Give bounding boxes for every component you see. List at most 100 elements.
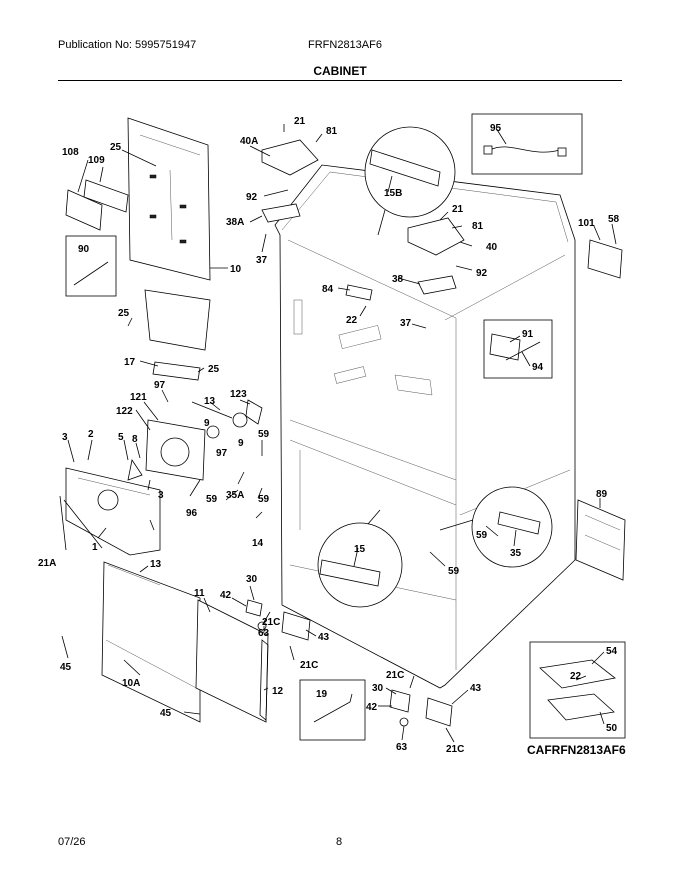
publication-number: Publication No: 5995751947 <box>58 39 197 51</box>
label-14: 14 <box>252 538 264 549</box>
detail-box-19 <box>299 679 366 741</box>
footer-date: 07/26 <box>58 836 86 848</box>
hinge-40A <box>261 139 319 176</box>
label-21a: 21 <box>294 116 306 127</box>
hinge-40 <box>407 217 465 256</box>
label-108: 108 <box>62 147 79 158</box>
back-panel-10 <box>127 117 211 351</box>
label-15: 15 <box>354 544 366 555</box>
label-21A: 21A <box>38 558 56 569</box>
label-21b: 21 <box>452 204 464 215</box>
gasket-12 <box>259 639 269 721</box>
label-30b: 30 <box>372 683 384 694</box>
control-box-101 <box>587 239 623 279</box>
label-3b: 3 <box>158 490 164 501</box>
label-22a: 22 <box>346 315 358 326</box>
label-59e: 59 <box>448 566 460 577</box>
label-59b: 59 <box>206 494 218 505</box>
label-122: 122 <box>116 406 133 417</box>
rear-panel-89 <box>575 499 626 581</box>
label-42a: 42 <box>220 590 232 601</box>
label-35: 35 <box>510 548 522 559</box>
label-37b: 37 <box>400 318 412 329</box>
section-title: CABINET <box>313 64 367 78</box>
label-54: 54 <box>606 646 618 657</box>
evaporator-cover-1 <box>65 467 161 556</box>
label-15B: 15B <box>384 188 402 199</box>
filter-housing-109 <box>83 179 129 213</box>
label-38A: 38A <box>226 217 244 228</box>
hinge-38A <box>261 203 301 223</box>
label-92b: 92 <box>476 268 488 279</box>
label-11: 11 <box>194 588 205 599</box>
label-40A: 40A <box>240 136 258 147</box>
label-109: 109 <box>88 155 105 166</box>
label-13: 13 <box>204 396 216 407</box>
callout-circle-15 <box>317 509 403 608</box>
label-25a: 25 <box>110 142 122 153</box>
label-97a: 97 <box>154 380 166 391</box>
label-92a: 92 <box>246 192 258 203</box>
label-13b: 13 <box>150 559 162 570</box>
label-37a: 37 <box>256 255 268 266</box>
label-123: 123 <box>230 389 247 400</box>
hinge-parts-center <box>389 689 453 727</box>
label-91: 91 <box>522 329 534 340</box>
label-35A: 35A <box>226 490 244 501</box>
model-number: FRFN2813AF6 <box>308 39 382 51</box>
gasket-17 <box>152 361 201 381</box>
label-40: 40 <box>486 242 498 253</box>
label-50: 50 <box>606 723 618 734</box>
label-8: 8 <box>132 434 138 445</box>
label-59c: 59 <box>258 494 270 505</box>
label-43a: 43 <box>318 632 330 643</box>
label-30a: 30 <box>246 574 258 585</box>
detail-box-90 <box>65 235 117 297</box>
label-10: 10 <box>230 264 242 275</box>
hinge-parts-left <box>245 599 311 641</box>
label-45b: 45 <box>160 708 172 719</box>
label-63a: 63 <box>258 628 270 639</box>
door-panel-11 <box>195 599 269 723</box>
label-9b: 9 <box>238 438 244 449</box>
label-84: 84 <box>322 284 334 295</box>
label-97b: 97 <box>216 448 228 459</box>
label-59d: 59 <box>476 530 488 541</box>
label-9a: 9 <box>204 418 210 429</box>
label-43b: 43 <box>470 683 482 694</box>
diagram-model-code: CAFRFN2813AF6 <box>527 743 626 757</box>
label-90: 90 <box>78 244 90 255</box>
label-38: 38 <box>392 274 404 285</box>
label-94: 94 <box>532 362 544 373</box>
label-3a: 3 <box>62 432 68 443</box>
label-95: 95 <box>490 123 502 134</box>
callout-labels: 108 109 25 10 90 25 17 25 97 121 122 13 … <box>38 116 626 757</box>
label-17: 17 <box>124 357 136 368</box>
label-63b: 63 <box>396 742 408 753</box>
label-25b: 25 <box>118 308 130 319</box>
callout-circle-35 <box>439 486 553 568</box>
door-panel-10A <box>101 561 201 723</box>
label-2: 2 <box>88 429 94 440</box>
label-22b: 22 <box>570 671 582 682</box>
detail-box-54 <box>529 641 626 739</box>
label-5: 5 <box>118 432 124 443</box>
label-101: 101 <box>578 218 595 229</box>
fan-motor-parts <box>191 399 263 439</box>
label-96: 96 <box>186 508 198 519</box>
label-58: 58 <box>608 214 620 225</box>
label-12: 12 <box>272 686 284 697</box>
label-59a: 59 <box>258 429 270 440</box>
label-19: 19 <box>316 689 328 700</box>
label-45a: 45 <box>60 662 72 673</box>
leader-lines <box>59 124 617 743</box>
label-25c: 25 <box>208 364 220 375</box>
label-81b: 81 <box>472 221 484 232</box>
label-81a: 81 <box>326 126 338 137</box>
label-21Cc: 21C <box>386 670 404 681</box>
bracket-84 <box>345 284 373 301</box>
label-42b: 42 <box>366 702 378 713</box>
label-121: 121 <box>130 392 147 403</box>
label-1: 1 <box>92 542 98 553</box>
